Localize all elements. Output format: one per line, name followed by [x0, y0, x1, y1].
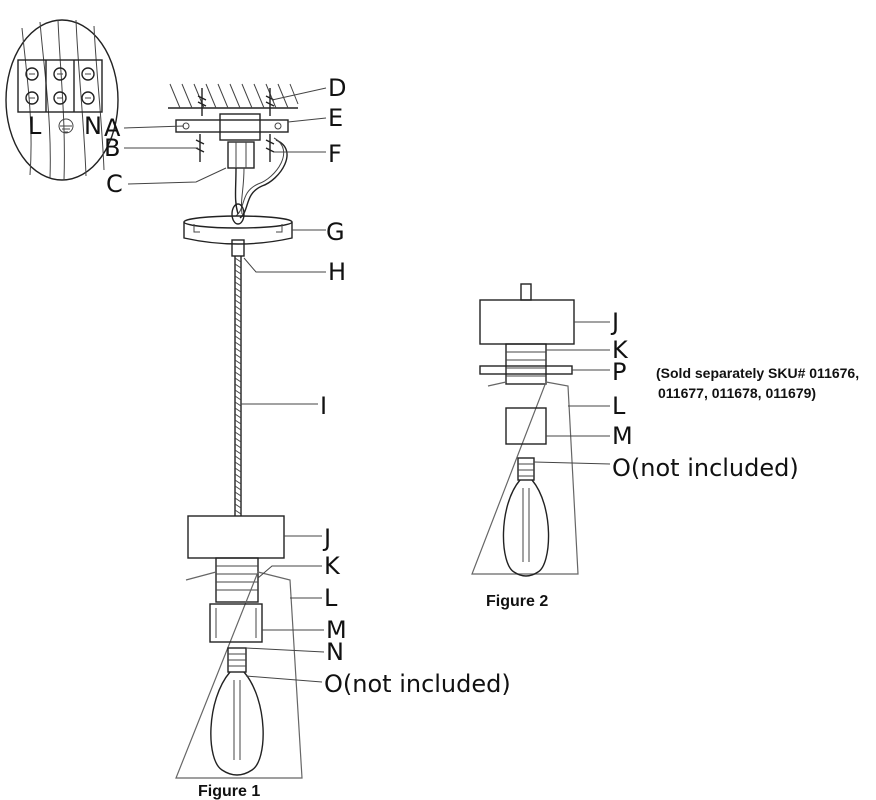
socket-cap — [187, 515, 285, 559]
edison-bulb-2 — [502, 457, 550, 577]
label-b: B — [104, 134, 120, 162]
label-m-2: M — [612, 422, 633, 450]
label-n: N — [326, 638, 344, 666]
label-e: E — [328, 104, 343, 132]
ceiling — [168, 83, 299, 116]
glass-shade-2 — [471, 381, 579, 575]
label-o-2: O(not included) — [612, 454, 799, 482]
bulb-socket-2 — [505, 407, 547, 445]
figure-2-caption: Figure 2 — [486, 593, 548, 610]
ground-icon — [58, 118, 74, 134]
edison-bulb — [210, 647, 264, 776]
label-l-2: L — [612, 392, 626, 420]
label-g: G — [326, 218, 345, 246]
label-o-note: (not included) — [343, 670, 511, 698]
label-o-note-2: (not included) — [631, 454, 799, 482]
label-c: C — [106, 170, 123, 198]
inset-label-n: N — [84, 112, 102, 140]
label-i: I — [320, 392, 327, 420]
label-p-2: P — [612, 358, 626, 386]
canopy — [183, 215, 293, 245]
inset-label-l: L — [28, 112, 42, 140]
label-k-2: K — [612, 336, 629, 364]
glass-shade — [175, 571, 303, 779]
label-m: M — [326, 616, 347, 644]
label-k: K — [324, 552, 341, 580]
socket-cap-2 — [479, 299, 575, 345]
label-j: J — [322, 524, 331, 552]
braided-cord — [234, 256, 242, 516]
label-f: F — [328, 140, 342, 168]
figure-2: J K P L M O(not included) (Sold separate… — [471, 283, 859, 610]
figure-1-caption: Figure 1 — [198, 783, 260, 800]
figure-1-callouts: A B C D E F G H I J K L M N — [104, 74, 511, 698]
sold-separately-note-line2: 011677, 011678, 011679) — [658, 385, 816, 401]
label-j-2: J — [610, 308, 619, 336]
washer-ring — [479, 365, 573, 375]
threaded-socket-2 — [505, 343, 547, 385]
label-o: O(not included) — [324, 670, 511, 698]
wiring-terminal-inset: L N — [5, 19, 119, 181]
sold-separately-note-line1: (Sold separately SKU# 011676, — [656, 365, 859, 381]
label-d: D — [328, 74, 346, 102]
mounting-bracket — [175, 113, 289, 162]
terminal-block — [227, 141, 255, 169]
figure-1: A B C D E F G H I J K L M N — [104, 74, 511, 800]
bulb-socket — [209, 603, 263, 643]
label-l: L — [324, 584, 338, 612]
label-a: A — [104, 114, 121, 142]
strain-relief — [231, 239, 245, 257]
figure-2-callouts: J K P L M O(not included) (Sold separate… — [533, 308, 859, 482]
label-h: H — [328, 258, 346, 286]
threaded-socket — [215, 557, 259, 603]
